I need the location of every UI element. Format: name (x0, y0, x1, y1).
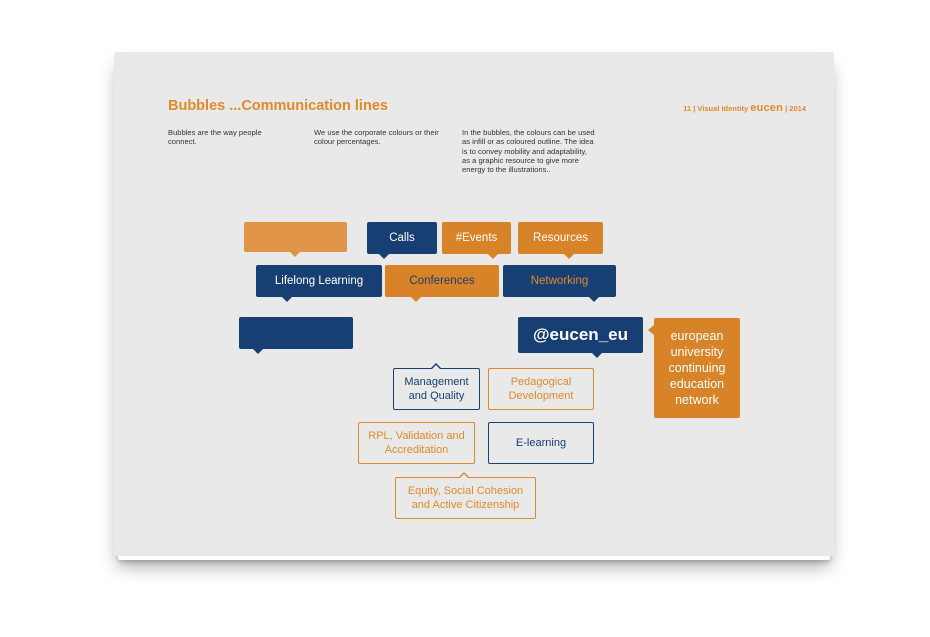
calls-bubble: Calls (367, 222, 437, 259)
handle-bubble: @eucen_eu (518, 317, 643, 358)
pedagogical-development-bubble: Pedagogical Development (488, 368, 594, 410)
calls-label: Calls (389, 232, 415, 244)
eucen-full-label: european university continuing education… (668, 329, 726, 407)
empty-blue-bubble (239, 317, 353, 354)
page-title: Bubbles ...Communication lines (168, 98, 388, 114)
management-quality-label: Management and Quality (404, 376, 469, 402)
management-quality-bubble: Management and Quality (393, 363, 480, 410)
equity-bubble: Equity, Social Cohesion and Active Citiz… (395, 472, 536, 519)
year: | 2014 (785, 104, 806, 113)
intro-text-3: In the bubbles, the colours can be used … (462, 128, 595, 175)
document-page: Bubbles ...Communication lines 11 | Visu… (114, 52, 834, 556)
lifelong-learning-label: Lifelong Learning (274, 275, 364, 287)
brand-logo: eucen (750, 102, 784, 114)
events-label: #Events (455, 232, 498, 244)
lifelong-learning-bubble: Lifelong Learning (256, 265, 382, 302)
page-info: 11 | Visual Identity (683, 104, 749, 113)
networking-bubble: Networking (503, 265, 616, 302)
networking-label: Networking (530, 275, 589, 287)
intro-text-2: We use the corporate colours or their co… (314, 128, 439, 147)
eucen-full-bubble: european university continuing education… (648, 318, 740, 418)
equity-label: Equity, Social Cohesion and Active Citiz… (407, 485, 524, 511)
elearning-label: E-learning (515, 437, 567, 449)
resources-label: Resources (533, 232, 588, 244)
conferences-label: Conferences (409, 275, 475, 287)
pedagogical-development-label: Pedagogical Development (508, 376, 574, 402)
intro-text-1: Bubbles are the way people connect. (168, 128, 262, 147)
handle-label: @eucen_eu (532, 325, 628, 344)
rpl-label: RPL, Validation and Accreditation (368, 430, 465, 456)
events-bubble: #Events (442, 222, 511, 259)
conferences-bubble: Conferences (385, 265, 499, 302)
rpl-bubble: RPL, Validation and Accreditation (358, 422, 475, 464)
page-header-info: 11 | Visual Identity eucen | 2014 (683, 102, 806, 114)
resources-bubble: Resources (518, 222, 603, 259)
elearning-bubble: E-learning (488, 422, 594, 464)
empty-orange-bubble: .b-empty-o::after{left:50px;} (244, 222, 347, 257)
